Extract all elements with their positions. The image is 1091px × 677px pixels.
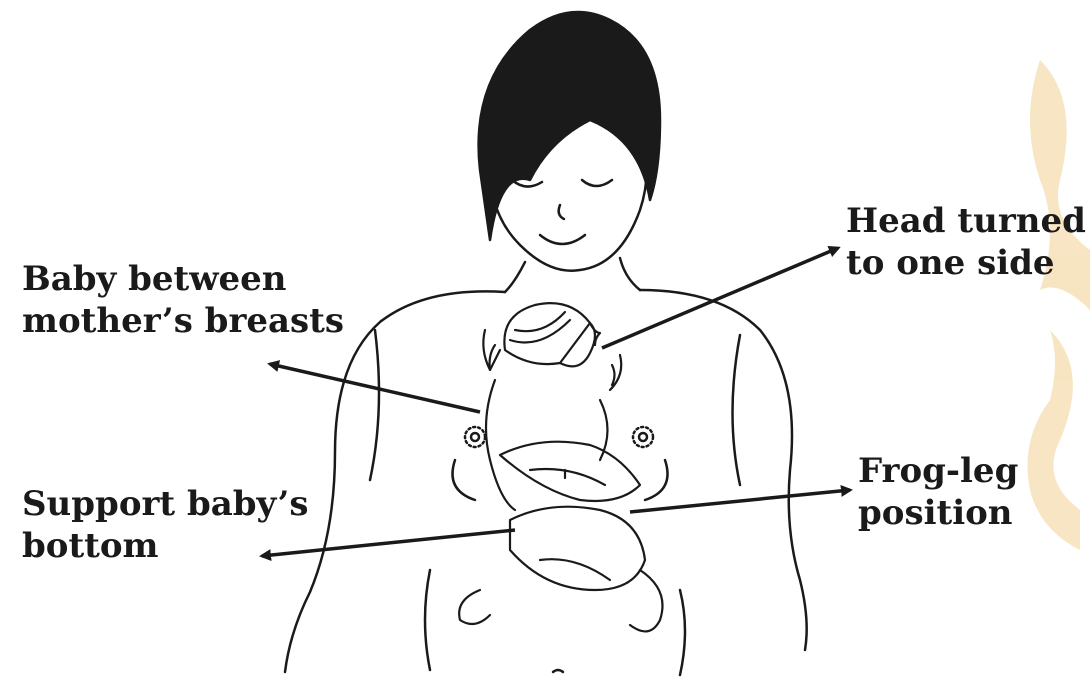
baby-body [486,380,515,510]
label-baby-between-line1: Baby between [22,258,344,300]
label-baby-between-line2: mother’s breasts [22,300,344,342]
arrow-baby-between [270,364,480,412]
mother-left-shoulder-arm [285,291,505,672]
label-baby-between: Baby between mother’s breasts [22,258,344,342]
mother-mouth [540,235,585,244]
label-head-turned-line1: Head turned [846,200,1086,242]
mother-eye-right [582,180,612,186]
label-support-bottom-line2: bottom [22,525,309,567]
label-support-bottom: Support baby’s bottom [22,483,309,567]
mother-navel [553,670,563,672]
mother-lower-hand [510,507,645,590]
label-head-turned-line2: to one side [846,242,1086,284]
baby-face [560,323,600,366]
mother-figure [285,12,807,675]
baby-leg-right [630,570,663,631]
baby-leg-left [459,590,490,624]
label-head-turned: Head turned to one side [846,200,1086,284]
baby-hat [504,303,590,364]
callout-arrows [262,248,850,556]
baby-hand-right [610,355,621,390]
baby-hand-left [483,330,500,370]
label-support-bottom-line1: Support baby’s [22,483,309,525]
nipple-right [633,427,653,447]
label-frog-leg-line2: position [858,492,1018,534]
mother-right-shoulder-arm [640,290,807,650]
nipple-left [465,427,485,447]
arrow-head-turned [602,248,838,348]
label-frog-leg: Frog-leg position [858,450,1018,534]
mother-hair [479,12,660,240]
baby-figure [459,303,662,631]
arrow-frog-leg [630,490,850,512]
watermark [1028,60,1091,550]
label-frog-leg-line1: Frog-leg [858,450,1018,492]
